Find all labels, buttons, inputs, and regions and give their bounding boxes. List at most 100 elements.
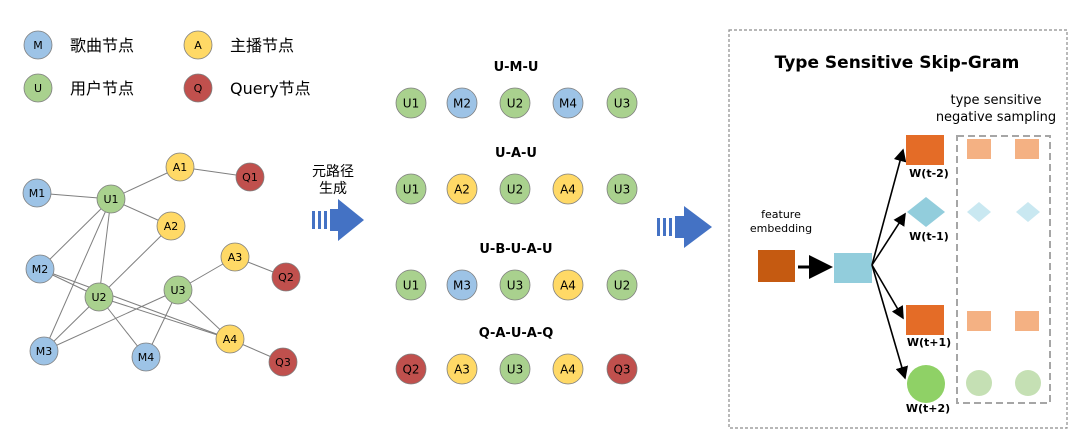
wt+1-label: W(t+1) bbox=[907, 336, 951, 349]
metapath-node-label: M3 bbox=[453, 278, 471, 292]
metapath-node: M3 bbox=[446, 269, 478, 301]
metapath-node-label: A3 bbox=[454, 362, 470, 376]
metapath-node-label: Q2 bbox=[402, 362, 419, 376]
metapath-row: U-M-U U1 M2 U2 M4 U3 bbox=[395, 60, 638, 119]
legend-music-icon: M bbox=[23, 30, 53, 60]
metapath-node-label: U1 bbox=[403, 96, 419, 110]
edge-to-wt-2 bbox=[871, 148, 907, 266]
graph-node-Q1: Q1 bbox=[235, 162, 265, 192]
metapath-node: U2 bbox=[499, 173, 531, 205]
graph-node-A2-label: A2 bbox=[164, 220, 179, 233]
neg-circle-1 bbox=[966, 370, 992, 396]
neg-square-4 bbox=[1015, 311, 1039, 331]
neg-square-3 bbox=[967, 311, 991, 331]
metapath-node-label: U2 bbox=[507, 96, 523, 110]
hidden-embedding-box bbox=[834, 253, 872, 283]
graph-node-Q1-label: Q1 bbox=[242, 171, 258, 184]
wt-1-diamond bbox=[907, 197, 945, 227]
metapath-node: U2 bbox=[606, 269, 638, 301]
metapath-node-label: M4 bbox=[559, 96, 577, 110]
graph-node-M1-label: M1 bbox=[29, 187, 46, 200]
legend-anchor-icon: A bbox=[183, 30, 213, 60]
graph-node-A4-label: A4 bbox=[223, 333, 238, 346]
graph-edge-U1-U2 bbox=[98, 198, 112, 298]
neg-sampling-label-1: type sensitive bbox=[951, 93, 1042, 108]
legend-anchor-label: 主播节点 bbox=[230, 36, 294, 55]
wt+2-circle bbox=[907, 365, 945, 403]
metapath-node-label: A4 bbox=[560, 182, 576, 196]
graph-node-M2-label: M2 bbox=[32, 263, 49, 276]
graph-node-U2: U2 bbox=[84, 282, 114, 312]
legend-query-label: Query节点 bbox=[230, 79, 311, 98]
wt-2-square bbox=[906, 135, 944, 165]
to-skipgram-arrow bbox=[657, 206, 712, 248]
legend-user-label: 用户节点 bbox=[70, 79, 134, 98]
graph-edge-A2-U2 bbox=[98, 225, 172, 298]
legend-user-icon: U bbox=[23, 73, 53, 103]
graph-node-M3-label: M3 bbox=[36, 345, 53, 358]
feature-embedding-box bbox=[758, 250, 795, 282]
metapath-node: M4 bbox=[552, 87, 584, 119]
neg-circle-2 bbox=[1015, 370, 1041, 396]
metapath-node: M2 bbox=[446, 87, 478, 119]
metapath-node: A3 bbox=[446, 353, 478, 385]
neg-diamond-1 bbox=[967, 202, 991, 222]
legend-query-icon: Q bbox=[183, 73, 213, 103]
metapath-node: U3 bbox=[499, 353, 531, 385]
graph-node-A1-label: A1 bbox=[173, 161, 188, 174]
metapath-title: U-B-U-A-U bbox=[479, 242, 552, 257]
graph-edge-M3-U3 bbox=[43, 289, 179, 352]
wt-2-label: W(t-2) bbox=[909, 167, 949, 180]
graph-node-U1: U1 bbox=[96, 184, 126, 214]
graph-node-A3: A3 bbox=[220, 242, 250, 272]
metapath-title: U-A-U bbox=[495, 146, 537, 161]
neg-square-1 bbox=[967, 139, 991, 159]
metapath-node-label: A4 bbox=[560, 362, 576, 376]
metapath-node: A2 bbox=[446, 173, 478, 205]
neg-diamond-2 bbox=[1016, 202, 1040, 222]
arrow-label-line2: 生成 bbox=[319, 181, 347, 197]
metapath-node: A4 bbox=[552, 269, 584, 301]
legend-anchor-icon-label: A bbox=[194, 39, 202, 52]
metapath-node-label: U3 bbox=[507, 362, 523, 376]
graph-node-Q3: Q3 bbox=[268, 347, 298, 377]
metapath-node: U3 bbox=[606, 173, 638, 205]
graph-node-Q2-label: Q2 bbox=[278, 271, 294, 284]
neg-sampling-box bbox=[956, 135, 1051, 404]
edge-to-wt-1 bbox=[871, 212, 906, 266]
legend-query-icon-label: Q bbox=[194, 82, 203, 95]
skipgram-panel: Type Sensitive Skip-Gram type sensitive … bbox=[728, 29, 1068, 429]
edge-to-wt+1 bbox=[871, 264, 904, 320]
metapath-node-label: U2 bbox=[614, 278, 630, 292]
metapath-generation-arrow: 元路径 生成 bbox=[312, 164, 364, 241]
metapath-node-label: U3 bbox=[614, 96, 630, 110]
graph-node-U3-label: U3 bbox=[170, 284, 185, 297]
feature-label-2: embedding bbox=[750, 222, 812, 235]
wt+1-square bbox=[906, 305, 944, 335]
graph-node-M1: M1 bbox=[22, 178, 52, 208]
metapath-node-label: U1 bbox=[403, 182, 419, 196]
metapath-node: Q2 bbox=[395, 353, 427, 385]
metapath-node-label: Q3 bbox=[613, 362, 630, 376]
metapath-node: U1 bbox=[395, 269, 427, 301]
metapath-node: U1 bbox=[395, 87, 427, 119]
graph-node-M2: M2 bbox=[25, 254, 55, 284]
graph-edge-U1-M3 bbox=[43, 198, 112, 352]
legend-user-icon-label: U bbox=[34, 82, 42, 95]
neg-sampling-label-2: negative sampling bbox=[936, 110, 1056, 125]
metapath-node-label: A4 bbox=[560, 278, 576, 292]
metapath-node-label: A2 bbox=[454, 182, 470, 196]
graph-node-A2: A2 bbox=[156, 211, 186, 241]
metapath-node: Q3 bbox=[606, 353, 638, 385]
arrow-label-line1: 元路径 bbox=[312, 164, 354, 180]
metapath-node-label: U1 bbox=[403, 278, 419, 292]
metapath-node: U1 bbox=[395, 173, 427, 205]
graph-node-U2-label: U2 bbox=[91, 291, 106, 304]
metapath-title: U-M-U bbox=[494, 60, 539, 75]
feature-label-1: feature bbox=[761, 208, 801, 221]
